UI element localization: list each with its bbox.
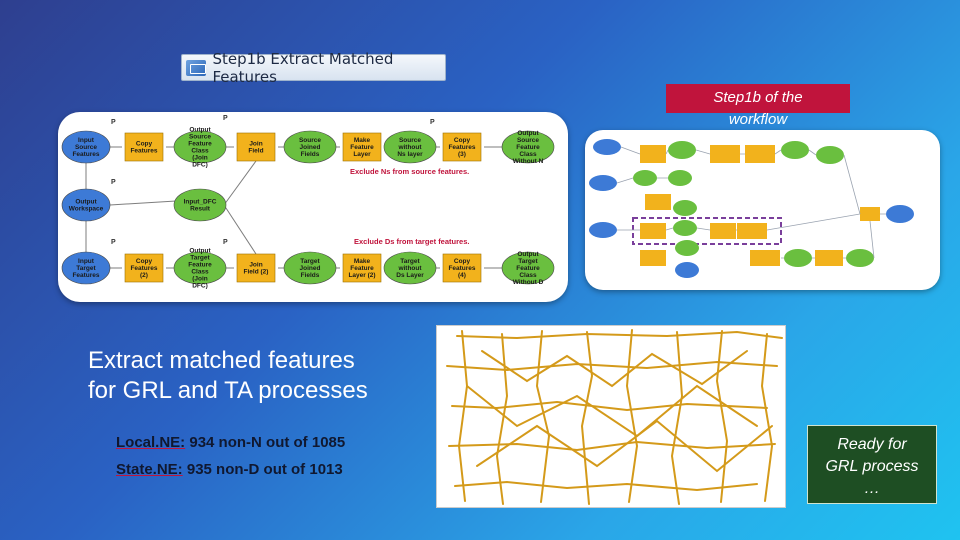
row1-node-7-shape: [442, 132, 482, 162]
ready-line2: GRL process: [825, 458, 919, 475]
mini-connectors: [616, 146, 886, 259]
road-network-map: [436, 325, 786, 508]
note-exclude-ns: Exclude Ns from source features.: [350, 167, 469, 176]
row1-node-2-shape: [173, 130, 227, 164]
row1-node-8-shape: [501, 130, 555, 164]
stat-local-value: 934 non-N out of 1085: [189, 434, 346, 451]
row1-node-5-shape: [342, 132, 382, 162]
note-exclude-ds: Exclude Ds from target features.: [354, 237, 469, 246]
row3-node-7-shape: [442, 253, 482, 283]
row3-node-1-shape: [124, 253, 164, 283]
row3-node-8-shape: [501, 251, 555, 285]
headline: Extract matched features for GRL and TA …: [88, 346, 428, 406]
connector: [223, 204, 257, 255]
headline-line1: Extract matched features: [88, 347, 355, 374]
stat-state-value: 935 non-D out of 1013: [186, 461, 343, 478]
p-marker: P: [111, 239, 116, 246]
ready-callout: Ready for GRL process …: [807, 425, 937, 504]
full-workflow-svg: [589, 139, 914, 278]
row3-node-5-shape: [342, 253, 382, 283]
p-marker: P: [111, 179, 116, 186]
stat-state-name: State.NE:: [116, 461, 183, 478]
row2-node-1-shape: [173, 188, 227, 222]
connector: [109, 200, 177, 206]
full-workflow-thumbnail: [585, 130, 940, 290]
step-label-line2: workflow: [728, 111, 788, 128]
row1-node-4-shape: [283, 130, 337, 164]
row3-node-0-shape: [61, 251, 111, 285]
row1-node-0-shape: [61, 130, 111, 164]
p-marker: P: [430, 119, 435, 126]
row1-node-1-shape: [124, 132, 164, 162]
row2-node-0-shape: [61, 188, 111, 222]
connector: [223, 160, 257, 206]
stat-local: Local.NE: 934 non-N out of 1085: [116, 434, 345, 451]
ready-line1: Ready for: [837, 436, 907, 453]
step-title-banner: Step1b Extract Matched Features: [181, 50, 446, 86]
step-label: Step1b of the workflow: [666, 84, 850, 128]
banner-title: Step1b Extract Matched Features: [212, 49, 394, 86]
model-icon: [186, 59, 207, 76]
row3-node-3-shape: [236, 253, 276, 283]
p-marker: P: [111, 119, 116, 126]
headline-line2: for GRL and TA processes: [88, 377, 368, 404]
stat-state: State.NE: 935 non-D out of 1013: [116, 461, 343, 478]
row1-node-6-shape: [383, 130, 437, 164]
stat-local-name: Local.NE:: [116, 434, 186, 451]
row3-node-6-shape: [383, 251, 437, 285]
mini-nodes: [589, 139, 914, 278]
row3-node-2-shape: [173, 251, 227, 285]
row1-node-3-shape: [236, 132, 276, 162]
p-marker: P: [223, 239, 228, 246]
step-label-line1: Step1b of the: [713, 89, 803, 106]
row3-node-4-shape: [283, 251, 337, 285]
p-marker: P: [223, 115, 228, 122]
map-roads: [446, 329, 783, 505]
ready-line3: …: [864, 480, 880, 497]
road-map-svg: [446, 329, 783, 505]
